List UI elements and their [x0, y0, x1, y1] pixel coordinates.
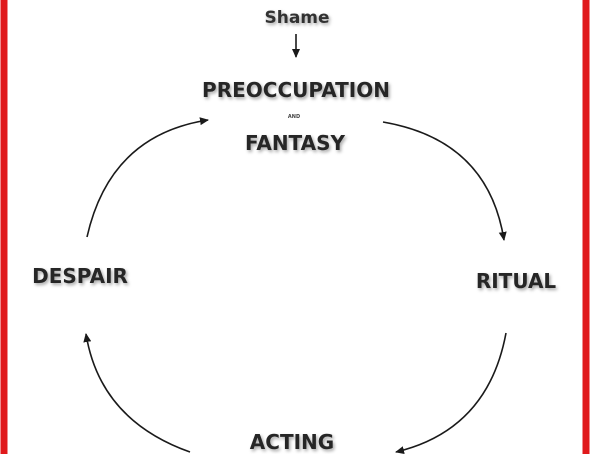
node-acting: ACTING — [250, 430, 334, 454]
arc-arrow-left-to-top — [86, 117, 209, 238]
node-ritual: RITUAL — [476, 269, 557, 293]
node-preoccupation: PREOCCUPATION — [202, 78, 390, 102]
arc-arrow-right-to-bottom — [395, 332, 507, 454]
node-connector-and: AND — [288, 114, 300, 120]
arc-arrow-top-to-right — [382, 121, 507, 241]
source-label-shame: Shame — [264, 8, 329, 28]
red-frame-border — [0, 0, 590, 454]
node-despair: DESPAIR — [32, 264, 128, 288]
arc-arrow-bottom-to-left — [83, 333, 191, 453]
node-fantasy: FANTASY — [245, 131, 346, 155]
